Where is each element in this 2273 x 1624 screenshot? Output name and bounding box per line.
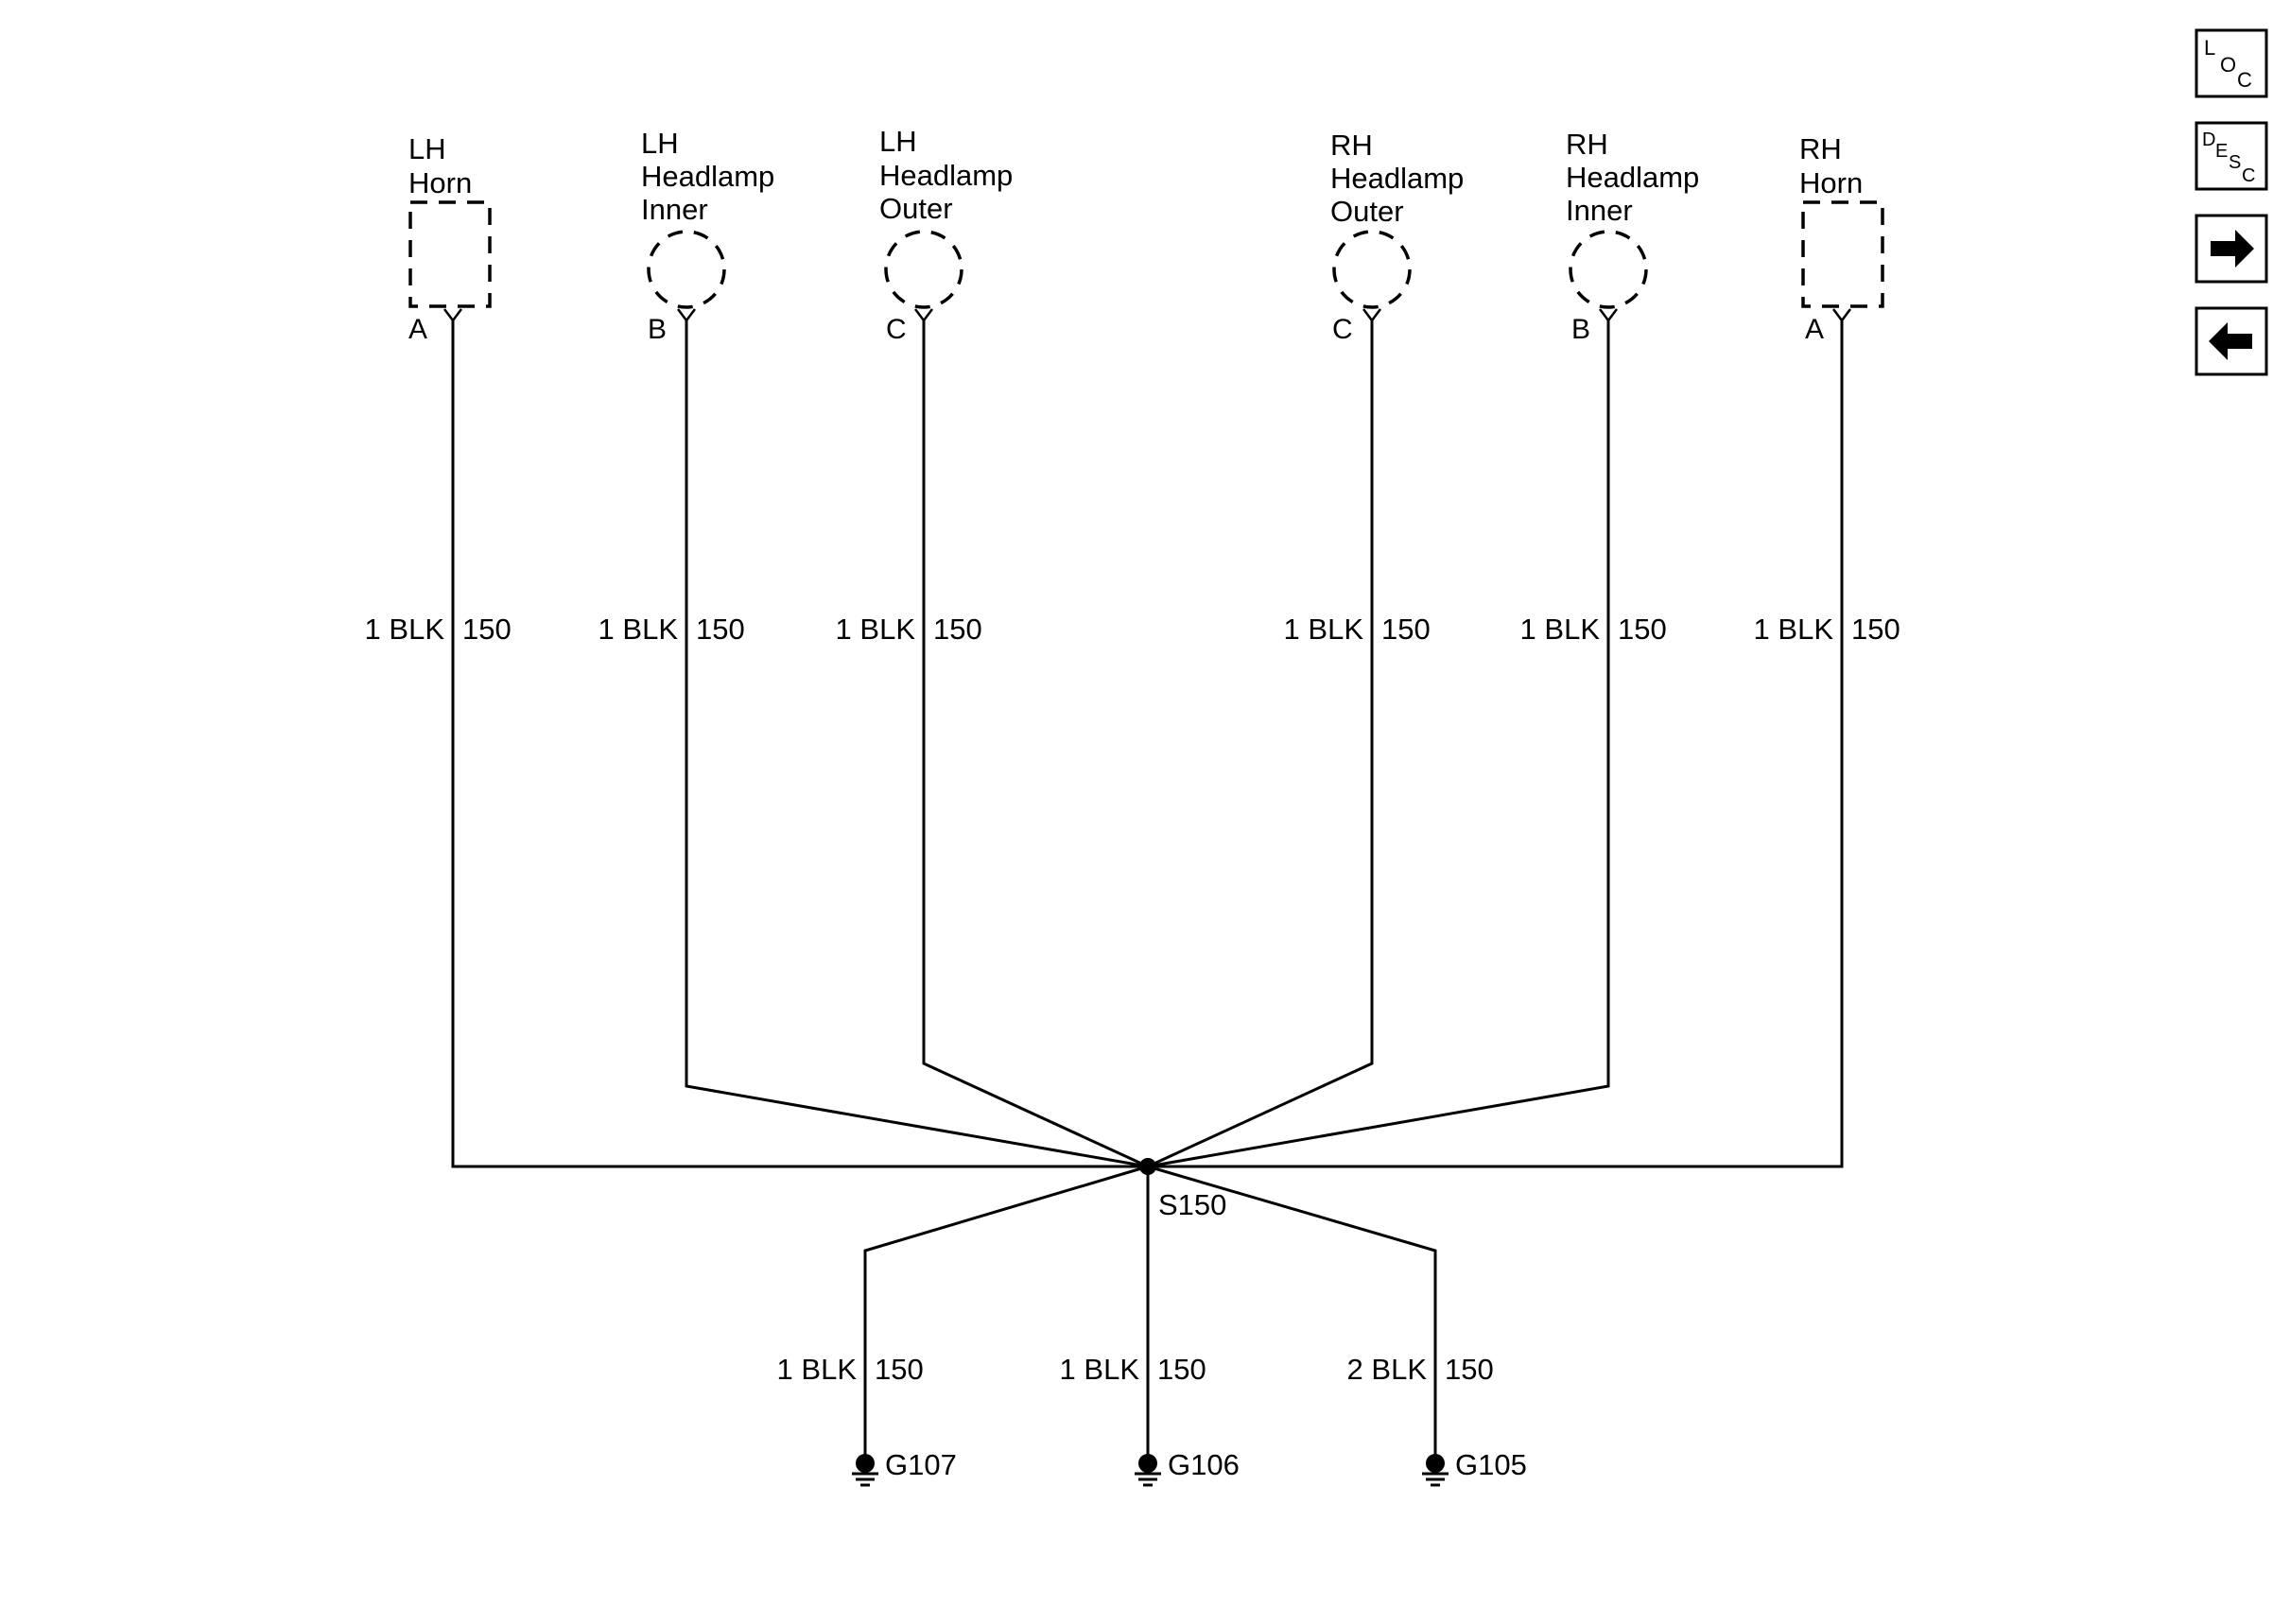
next-button[interactable]	[2195, 214, 2268, 284]
wire-rh-headlamp-inner	[1147, 320, 1610, 1168]
component-outline	[1332, 230, 1412, 309]
component-label-line: Headlamp	[1566, 161, 1699, 194]
ground-icon	[852, 1454, 878, 1487]
loc-letter: L	[2204, 36, 2215, 60]
wire-size-color-label: 1 BLK	[1754, 613, 1834, 646]
wire-size-color-label: 1 BLK	[1284, 613, 1364, 646]
component-label-line: Inner	[1566, 194, 1633, 227]
ground-g107: G107	[852, 1448, 957, 1487]
wire-size-color-label: 1 BLK	[1520, 613, 1601, 646]
component-label-line: RH	[1330, 129, 1373, 162]
wire-size-color-label: 2 BLK	[1347, 1353, 1428, 1386]
connector-symbol	[1362, 308, 1381, 323]
connector-symbol	[914, 308, 933, 323]
component-label-line: Outer	[879, 192, 953, 225]
connector-pin-label: A	[408, 314, 427, 345]
ground-label: G105	[1455, 1448, 1527, 1481]
component-rh-horn: RH Horn A	[1799, 132, 1884, 345]
splice-label: S150	[1158, 1188, 1226, 1221]
wire-circuit-label: 150	[933, 613, 982, 646]
wire-size-color-label: 1 BLK	[777, 1353, 858, 1386]
desc-letter: D	[2202, 130, 2215, 150]
loc-button[interactable]: L O C	[2195, 28, 2268, 98]
component-outline	[647, 230, 726, 309]
ground-g105: G105	[1422, 1448, 1527, 1487]
component-label-line: LH	[408, 132, 446, 165]
arrow-right-icon	[2211, 230, 2254, 268]
arrow-left-icon	[2209, 322, 2252, 360]
component-rh-headlamp-inner: RH Headlamp Inner B	[1566, 128, 1699, 345]
loc-letter: O	[2220, 53, 2236, 77]
component-label-line: LH	[641, 127, 679, 160]
connector-symbol	[677, 308, 696, 323]
wire-size-color-label: 1 BLK	[599, 613, 679, 646]
component-label-line: Headlamp	[879, 159, 1013, 192]
wire-circuit-label: 150	[696, 613, 745, 646]
wire-lh-headlamp-outer	[922, 320, 1149, 1168]
wire-circuit-label: 150	[1157, 1353, 1206, 1386]
wire-size-color-label: 1 BLK	[836, 613, 916, 646]
component-lh-horn: LH Horn A	[408, 132, 492, 345]
wire-size-color-label: 1 BLK	[1060, 1353, 1140, 1386]
lower-wire-labels: 1 BLK 150 1 BLK 150 2 BLK 150	[777, 1353, 1494, 1386]
ground-label: G107	[885, 1448, 957, 1481]
wire-harness	[451, 320, 1844, 1463]
component-lh-headlamp-outer: LH Headlamp Outer C	[879, 125, 1013, 345]
connector-pin-label: A	[1805, 314, 1824, 345]
component-outline	[884, 230, 963, 309]
wire-circuit-label: 150	[875, 1353, 924, 1386]
wire-circuit-label: 150	[1618, 613, 1667, 646]
wire-circuit-label: 150	[1445, 1353, 1494, 1386]
connector-pin-label: C	[886, 314, 907, 345]
ground-icon	[1422, 1454, 1449, 1487]
ground-icon	[1135, 1454, 1161, 1487]
loc-letter: C	[2237, 68, 2252, 92]
desc-letter: E	[2215, 141, 2228, 162]
component-label-line: RH	[1799, 132, 1842, 165]
desc-letter: S	[2229, 152, 2241, 173]
connector-symbol	[443, 308, 462, 323]
component-label-line: Headlamp	[1330, 162, 1464, 195]
component-label-line: Horn	[1799, 166, 1863, 199]
desc-letter: C	[2242, 165, 2255, 186]
component-rh-headlamp-outer: RH Headlamp Outer C	[1330, 129, 1464, 345]
component-label-line: Inner	[641, 193, 708, 226]
component-lh-headlamp-inner: LH Headlamp Inner B	[641, 127, 774, 345]
connector-symbol	[1599, 308, 1618, 323]
wire-g107	[863, 1165, 1149, 1463]
component-label-line: Headlamp	[641, 160, 774, 193]
wire-circuit-label: 150	[462, 613, 512, 646]
component-outline	[1569, 230, 1648, 309]
splice-dot	[1139, 1158, 1156, 1175]
component-outline	[408, 200, 492, 308]
wire-lh-headlamp-inner	[685, 320, 1149, 1168]
wire-circuit-label: 150	[1381, 613, 1431, 646]
wire-size-color-label: 1 BLK	[365, 613, 445, 646]
ground-g106: G106	[1135, 1448, 1240, 1487]
connector-pin-label: C	[1332, 314, 1353, 345]
wire-g105	[1147, 1165, 1437, 1463]
component-label-line: Horn	[408, 166, 472, 199]
component-outline	[1801, 200, 1884, 308]
connector-pin-label: B	[648, 314, 667, 345]
ground-label: G106	[1168, 1448, 1240, 1481]
wire-circuit-label: 150	[1851, 613, 1900, 646]
prev-button[interactable]	[2195, 306, 2268, 376]
component-label-line: Outer	[1330, 195, 1404, 228]
connector-pin-label: B	[1571, 314, 1590, 345]
wire-rh-headlamp-outer	[1147, 320, 1374, 1168]
upper-wire-labels: 1 BLK 150 1 BLK 150 1 BLK 150 1 BLK 150 …	[365, 613, 1900, 646]
wire-rh-horn	[1148, 320, 1844, 1168]
component-label-line: LH	[879, 125, 917, 158]
desc-button[interactable]: D E S C	[2195, 121, 2268, 191]
splice-s150: S150	[1139, 1158, 1226, 1221]
connector-symbol	[1832, 308, 1851, 323]
wire-lh-horn	[451, 320, 1148, 1168]
component-label-line: RH	[1566, 128, 1608, 161]
